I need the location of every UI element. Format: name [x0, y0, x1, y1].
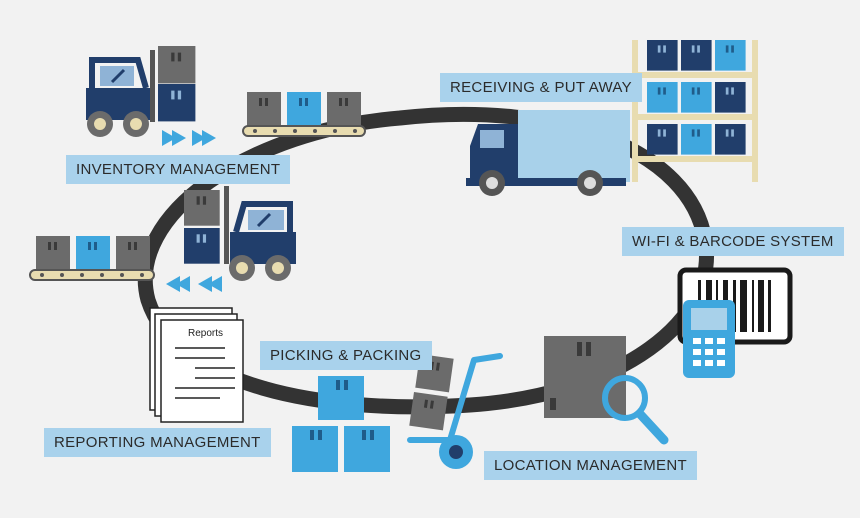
process-loop	[137, 106, 714, 415]
label-location: LOCATION MANAGEMENT	[484, 451, 697, 480]
packed-boxes-icon	[292, 376, 390, 472]
reports-title: Reports	[188, 328, 223, 339]
label-inventory: INVENTORY MANAGEMENT	[66, 155, 291, 184]
conveyor-icon	[242, 92, 366, 137]
label-picking: PICKING & PACKING	[260, 341, 432, 370]
location-box-icon	[544, 336, 626, 418]
hand-truck-icon	[407, 353, 503, 469]
forklift-icon	[184, 186, 296, 281]
arrow-right-icon	[162, 130, 216, 146]
barcode-scanner-icon	[677, 267, 793, 378]
conveyor-icon	[29, 236, 155, 281]
magnifier-icon	[602, 375, 669, 445]
forklift-icon	[86, 46, 196, 137]
label-receiving: RECEIVING & PUT AWAY	[440, 73, 642, 102]
label-wifi-barcode: WI-FI & BARCODE SYSTEM	[622, 227, 844, 256]
reports-document-icon: Reports	[149, 307, 244, 423]
shelf-rack-icon	[632, 40, 758, 182]
arrow-left-icon	[166, 276, 222, 292]
label-reporting: REPORTING MANAGEMENT	[44, 428, 271, 457]
truck-icon	[466, 110, 630, 196]
